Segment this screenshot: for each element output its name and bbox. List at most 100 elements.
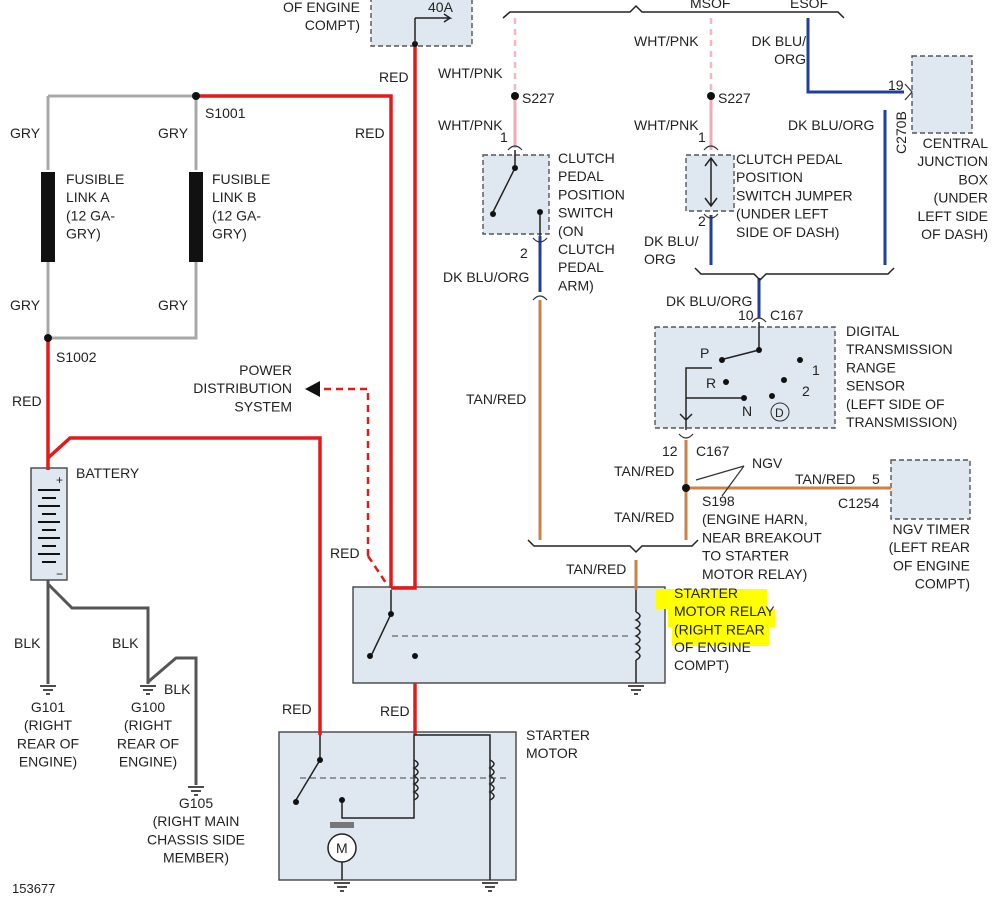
label-wht-pnk-2: WHT/PNK — [634, 33, 699, 49]
battery-minus: − — [56, 567, 63, 581]
dtrs-dot-2 — [719, 357, 725, 363]
harness-bracket-mid — [694, 267, 895, 282]
label-red-top: RED — [379, 69, 409, 85]
label-fuse-40a: 40A — [428, 0, 454, 15]
red-wire-dash-2 — [366, 555, 390, 587]
dtrs-dot-6 — [781, 377, 787, 383]
label-gear-n: N — [742, 403, 752, 419]
label-red-starter-left: RED — [282, 701, 312, 717]
starter-coil-icon-2 — [488, 759, 495, 801]
relay-contact-2 — [367, 653, 373, 659]
ground-icon-g100 — [140, 685, 156, 695]
label-gear-2: 2 — [802, 383, 810, 399]
splice-s198 — [682, 484, 690, 492]
label-pin-2b: 2 — [698, 213, 706, 229]
label-red-s1002: RED — [12, 393, 42, 409]
label-blk-3: BLK — [164, 681, 191, 697]
label-pin-5: 5 — [872, 471, 880, 487]
black-wire-g105 — [147, 656, 198, 785]
battery-plus: + — [56, 473, 63, 487]
label-pin-2a: 2 — [520, 245, 528, 261]
ground-icon-motor-1 — [334, 882, 350, 892]
central-junction-box — [911, 55, 973, 134]
label-gry-1: GRY — [10, 125, 41, 141]
dtrs-dot-4 — [741, 395, 747, 401]
label-dk-blu-org-cjb: DK BLU/ORG — [788, 117, 874, 133]
red-wire-fuse — [391, 44, 417, 590]
red-wire-battery — [46, 338, 322, 735]
label-s1002: S1002 — [56, 349, 97, 365]
label-tan-red-1: TAN/RED — [614, 463, 674, 479]
label-c1254: C1254 — [838, 495, 879, 511]
relay-contact — [388, 611, 394, 617]
starter-motor-relay — [352, 586, 666, 684]
label-dk-blu-org-mid: DK BLU/ORG — [644, 233, 699, 267]
drive-gear-circle — [770, 402, 790, 422]
label-pin-19: 19 — [888, 77, 904, 93]
starter-contact-3 — [339, 797, 345, 803]
label-wht-pnk-4: WHT/PNK — [634, 117, 699, 133]
highlight-3 — [672, 627, 769, 646]
label-dk-blu-org-left: DK BLU/ORG — [443, 269, 529, 285]
label-pin-10: 10 — [738, 307, 754, 323]
label-pin-1b: 1 — [698, 129, 706, 145]
clutch-contact-1 — [512, 165, 518, 171]
label-blk-2: BLK — [112, 635, 139, 651]
label-s227-a: S227 — [522, 90, 555, 106]
highlight-2 — [668, 609, 775, 627]
blue-wire-esof — [806, 18, 904, 94]
motor-brush-top — [330, 822, 354, 828]
grey-wire-fusible-links — [46, 94, 198, 340]
digital-transmission-range-sensor — [654, 326, 836, 429]
label-esof: ESOF — [790, 0, 828, 11]
figure-number: 153677 — [12, 881, 55, 896]
jumper-icon — [704, 156, 718, 208]
arrow-power-dist-icon — [305, 381, 320, 397]
harness-bracket-top — [502, 4, 845, 19]
label-c167-bottom: C167 — [696, 443, 730, 459]
dtrs-dot-7 — [769, 393, 775, 399]
splice-s1002 — [44, 334, 52, 342]
connector-icons — [507, 145, 767, 439]
label-s1001: S1001 — [205, 105, 246, 121]
label-gear-1: 1 — [812, 362, 820, 378]
motor-icon — [327, 833, 357, 863]
label-dk-blu-org-top: DK BLU/ORG — [752, 33, 807, 67]
label-ngv: NGV — [752, 455, 783, 471]
ground-icon-g101 — [40, 685, 56, 695]
clutch-contact-3 — [537, 209, 543, 215]
black-wire-g100 — [46, 582, 150, 684]
label-red-dash: RED — [330, 545, 360, 561]
label-tan-red-relay: TAN/RED — [566, 561, 626, 577]
label-gear-p: P — [700, 345, 709, 361]
dtrs-dot-5 — [797, 357, 803, 363]
ground-icon-g105 — [188, 786, 204, 796]
label-tan-red-2: TAN/RED — [614, 509, 674, 525]
label-s227-b: S227 — [718, 90, 751, 106]
harness-bracket-bottom — [527, 539, 699, 554]
splice-s227-b — [707, 92, 715, 100]
dtrs-dot-3 — [723, 379, 729, 385]
fusible-link-b-icon — [189, 172, 203, 262]
fuse-box-40a — [370, 0, 473, 47]
label-gry-2: GRY — [158, 125, 189, 141]
label-red-s1001: RED — [355, 125, 385, 141]
label-gear-r: R — [706, 375, 716, 391]
splice-s1001 — [192, 92, 200, 100]
label-pin-1a: 1 — [500, 129, 508, 145]
relay-contact-3 — [412, 653, 418, 659]
label-wht-pnk-1: WHT/PNK — [438, 65, 503, 81]
label-pin-12: 12 — [662, 443, 678, 459]
relay-coil-icon — [634, 611, 641, 661]
